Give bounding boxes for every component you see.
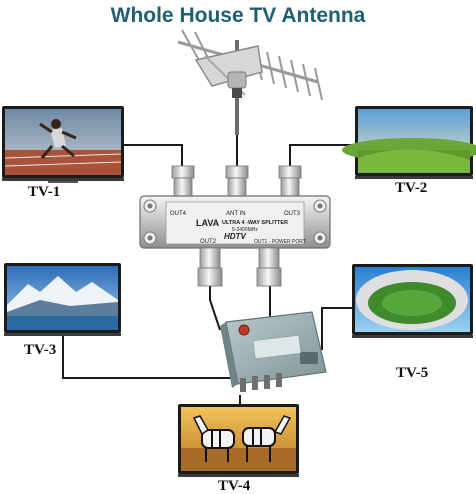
tv-2 <box>342 106 476 179</box>
tv-1 <box>2 106 124 183</box>
splitter: OUT4 ANT IN OUT3 LAVA ULTRA 4 -WAY SPLIT… <box>139 165 331 287</box>
port-out2-connector <box>197 247 223 287</box>
cable-tv3 <box>62 335 233 379</box>
tv-3-label: TV-3 <box>24 342 56 358</box>
cable-tv5 <box>321 307 352 350</box>
hdtv-logo: HDTV <box>224 232 246 241</box>
tv-5-label: TV-5 <box>396 365 428 381</box>
brand-logo: LAVA <box>196 218 220 228</box>
port-out1-connector <box>256 247 282 287</box>
tv-4-label: TV-4 <box>218 478 251 494</box>
port-out4-connector <box>171 165 195 199</box>
tv-2-label: TV-2 <box>395 180 427 196</box>
port-ant-in-connector <box>225 165 249 199</box>
port-ant-in-label: ANT IN <box>226 211 246 217</box>
port-out4-label: OUT4 <box>170 211 187 217</box>
tv-5 <box>352 264 473 338</box>
splitter-model: ULTRA 4 -WAY SPLITTER <box>222 220 288 226</box>
antenna-icon <box>177 29 323 135</box>
tv-1-label: TV-1 <box>28 184 60 200</box>
port-out1-label: OUT1 - POWER PORT <box>254 239 306 245</box>
distribution-amplifier <box>220 311 327 392</box>
diagram-title: Whole House TV Antenna <box>110 4 366 27</box>
port-out3-connector <box>278 165 302 199</box>
cable-out2 <box>209 285 221 331</box>
port-out2-label: OUT2 <box>200 239 217 245</box>
tv-3 <box>4 263 121 336</box>
tv-4 <box>178 404 299 477</box>
port-out3-label: OUT3 <box>284 211 301 217</box>
splitter-frequency: 5-2400MHz <box>232 227 258 233</box>
